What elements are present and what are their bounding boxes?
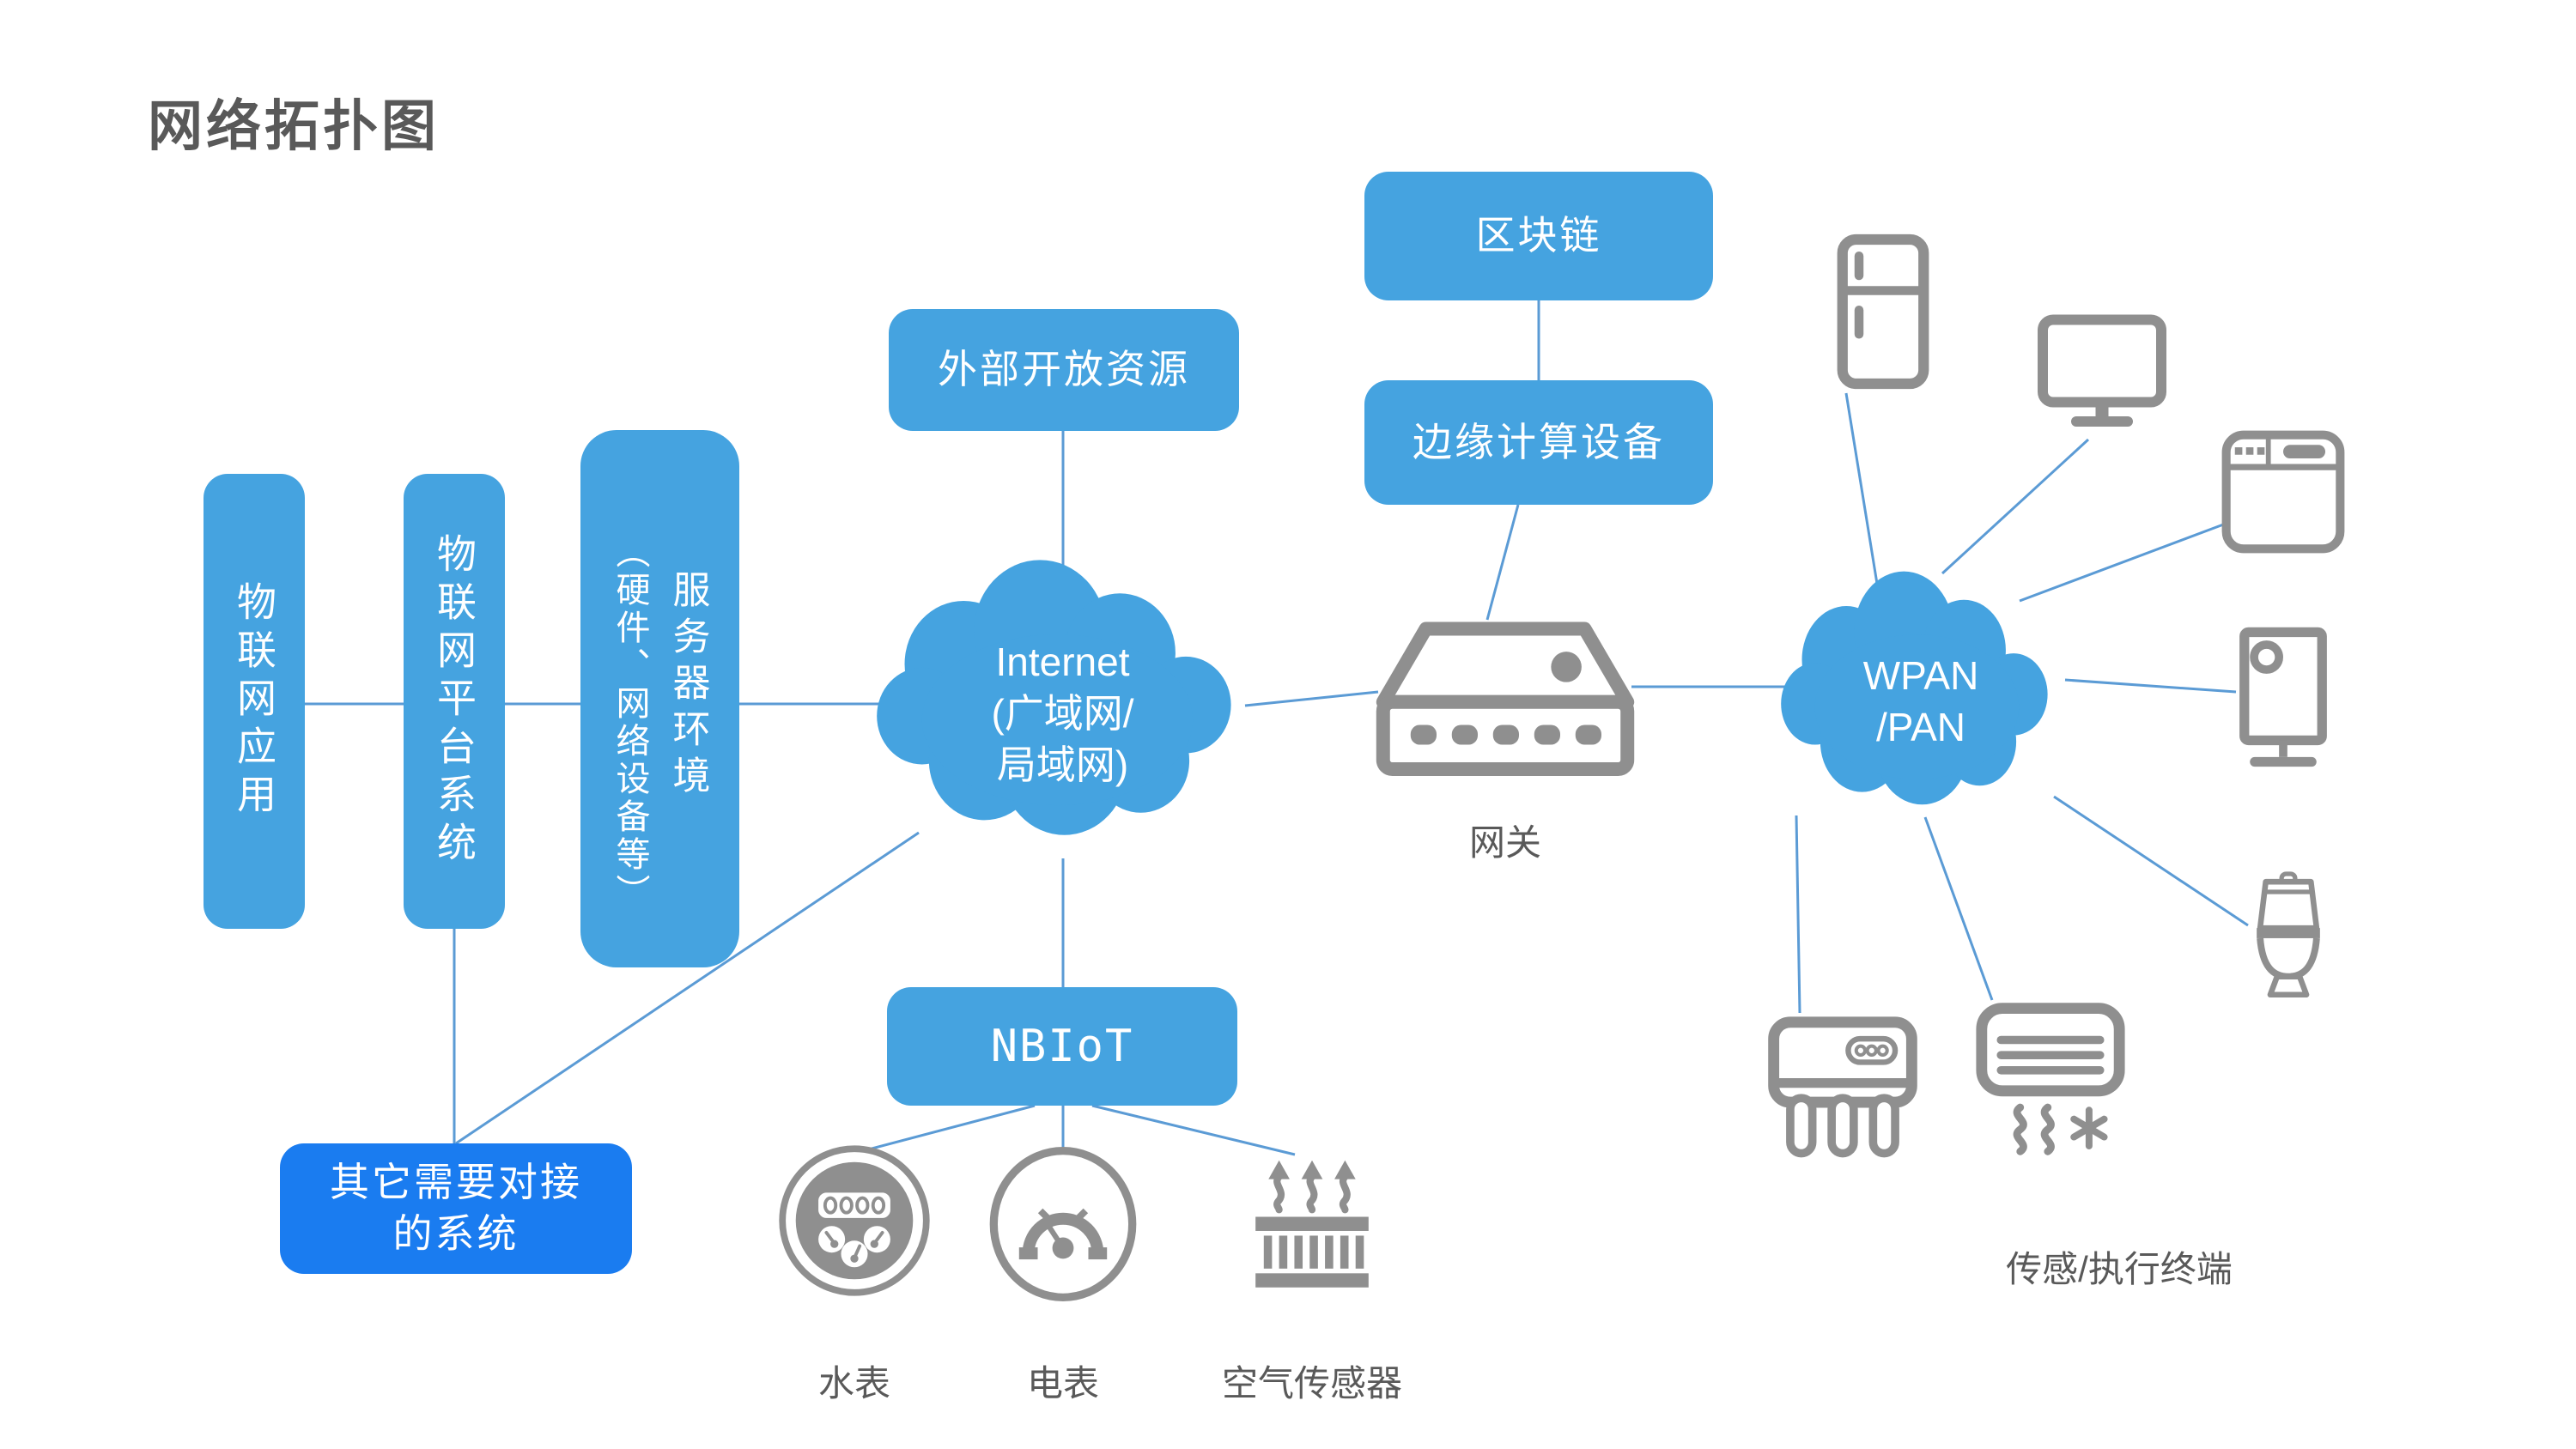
water-purifier-icon: [1768, 1016, 1917, 1158]
wpan-cloud: WPAN /PAN: [1771, 568, 2071, 836]
internet-cloud: Internet (广域网/ 局域网): [863, 556, 1262, 872]
tv-icon: [2038, 314, 2166, 427]
air-sensor-label: 空气传感器: [1221, 1363, 1403, 1404]
cloud-shape: [1781, 571, 2048, 805]
fridge-icon: [1837, 233, 1929, 390]
node-server-environment-paren: （硬件、网络设备等）: [611, 534, 649, 912]
router-gateway-icon: [1376, 621, 1635, 776]
node-edge-computing-label: 边缘计算设备: [1413, 419, 1665, 464]
water-meter-icon: [779, 1145, 930, 1296]
node-iot-application: 物联网应用: [204, 474, 305, 929]
wpan-cloud-label: WPAN /PAN: [1771, 568, 2071, 836]
electric-meter-icon: [989, 1147, 1137, 1301]
connector-wpan-purifier: [1795, 815, 1801, 1014]
internet-cloud-line2: (广域网/: [991, 691, 1134, 737]
node-other-systems-line2: 的系统: [392, 1211, 519, 1256]
terminals-label: 传感/执行终端: [2006, 1249, 2233, 1289]
node-external-resources: 外部开放资源: [889, 309, 1239, 431]
connector-internet-other: [455, 831, 920, 1145]
electric-meter-label: 电表: [1026, 1363, 1100, 1404]
connector-wpan-heater: [2064, 678, 2237, 694]
air-conditioner-icon: [1976, 1003, 2125, 1155]
water-meter-label: 水表: [817, 1363, 891, 1404]
connector-wpan-toilet: [2053, 795, 2249, 927]
connector-wpan-tv: [1941, 438, 2090, 575]
wpan-cloud-line1: WPAN: [1862, 653, 1979, 699]
internet-cloud-label: Internet (广域网/ 局域网): [863, 556, 1262, 872]
connector-wpan-ac: [1923, 816, 1994, 1001]
node-nbiot: NBIoT: [887, 987, 1237, 1106]
connector-nbiot-airsensor: [1091, 1104, 1296, 1156]
connector-edge-gateway: [1485, 504, 1520, 621]
page-title: 网络拓扑图: [148, 95, 440, 157]
air-sensor-icon: [1255, 1160, 1369, 1288]
wpan-cloud-line2: /PAN: [1876, 705, 1965, 749]
connector-nbiot-watermeter: [858, 1104, 1036, 1154]
toilet-icon: [2257, 871, 2320, 998]
node-iot-platform-label: 物联网平台系统: [432, 533, 477, 870]
node-other-systems-line1: 其它需要对接: [330, 1160, 582, 1205]
node-blockchain: 区块链: [1364, 172, 1713, 300]
node-blockchain-label: 区块链: [1475, 213, 1602, 258]
node-other-systems: 其它需要对接 的系统: [280, 1143, 632, 1274]
node-iot-application-label: 物联网应用: [232, 581, 276, 822]
internet-cloud-line1: Internet: [995, 640, 1130, 685]
node-server-environment: （硬件、网络设备等） 服务器环境: [580, 430, 739, 967]
washing-machine-icon: [2221, 430, 2345, 554]
node-edge-computing: 边缘计算设备: [1364, 380, 1713, 505]
connector-internet-gateway: [1244, 690, 1379, 707]
node-nbiot-label: NBIoT: [990, 1021, 1134, 1072]
cloud-shape: [877, 560, 1231, 835]
node-external-resources-label: 外部开放资源: [938, 347, 1190, 392]
connector-wpan-fridge: [1844, 392, 1879, 585]
node-server-environment-label: 服务器环境: [666, 570, 709, 802]
gateway-label: 网关: [1468, 822, 1542, 863]
node-iot-platform: 物联网平台系统: [404, 474, 505, 929]
internet-cloud-line3: 局域网): [996, 742, 1129, 787]
connector-wpan-washer: [2019, 522, 2227, 603]
water-heater-icon: [2239, 627, 2327, 767]
